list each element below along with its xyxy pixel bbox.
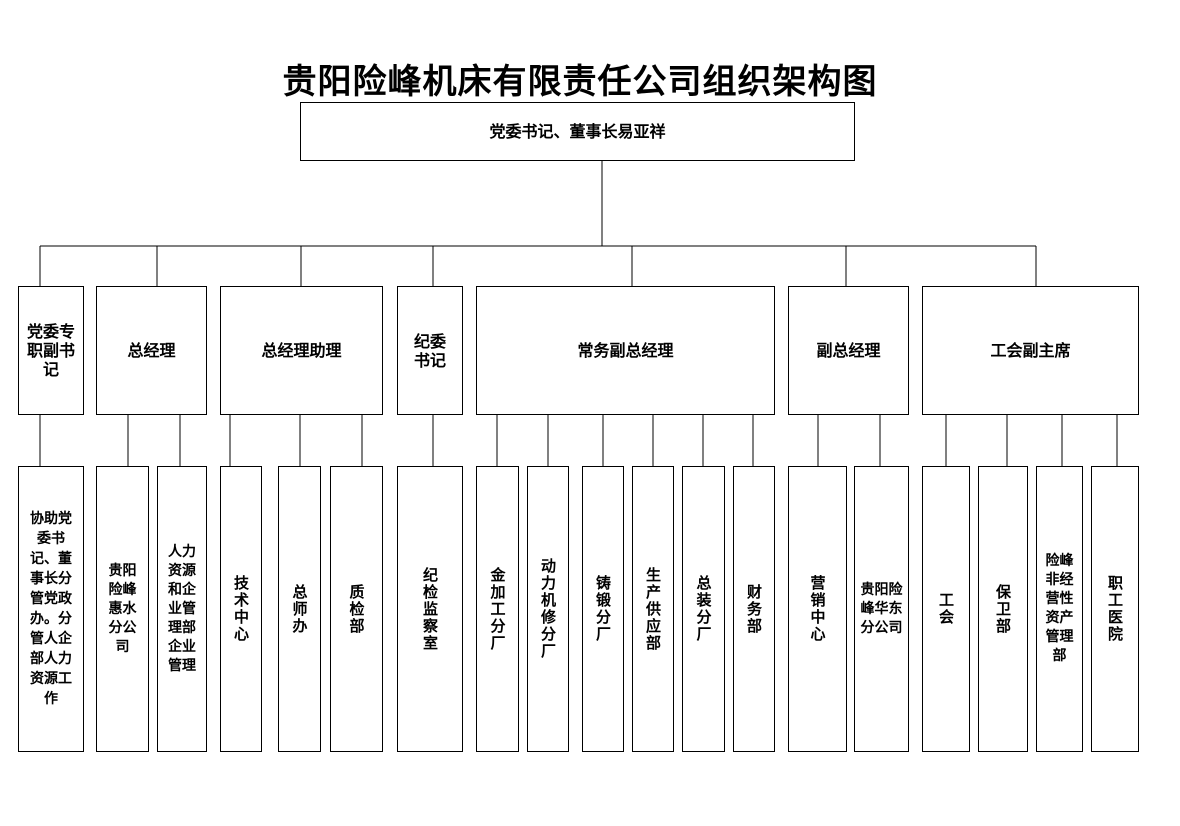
unit-east-china-branch: 贵阳险峰华东分公司 (854, 466, 909, 752)
unit-power-maintenance-plant: 动力机修分厂 (527, 466, 569, 752)
unit-assembly-plant: 总装分厂 (682, 466, 725, 752)
chart-title: 贵阳险峰机床有限责任公司组织架构图 (282, 62, 878, 102)
role-executive-deputy-gm: 常务副总经理 (476, 286, 775, 415)
role-deputy-general-manager: 副总经理 (788, 286, 909, 415)
unit-casting-forging-plant: 铸锻分厂 (582, 466, 624, 752)
unit-hr-enterprise-management: 人力资源和企业管理部企业管理 (157, 466, 207, 752)
unit-machining-plant: 金加工分厂 (476, 466, 519, 752)
unit-discipline-inspection: 纪检监察室 (397, 466, 463, 752)
root-node: 党委书记、董事长易亚祥 (300, 102, 855, 161)
unit-non-operating-assets: 险峰非经营性资产管理部 (1036, 466, 1083, 752)
unit-quality-inspection: 质检部 (330, 466, 383, 752)
unit-finance: 财务部 (733, 466, 775, 752)
unit-security: 保卫部 (978, 466, 1028, 752)
unit-chief-engineer-office: 总师办 (278, 466, 321, 752)
role-union-vice-chairman: 工会副主席 (922, 286, 1139, 415)
role-party-deputy-secretary: 党委专职副书记 (18, 286, 84, 415)
unit-marketing-center: 营销中心 (788, 466, 847, 752)
role-general-manager: 总经理 (96, 286, 207, 415)
unit-trade-union: 工会 (922, 466, 970, 752)
unit-party-duties: 协助党委书记、董事长分管党政办。分管人企部人力资源工作 (18, 466, 84, 752)
unit-huishui-branch: 贵阳险峰惠水分公司 (96, 466, 149, 752)
unit-staff-hospital: 职工医院 (1091, 466, 1139, 752)
unit-technology-center: 技术中心 (220, 466, 262, 752)
role-discipline-secretary: 纪委书记 (397, 286, 463, 415)
unit-production-supply: 生产供应部 (632, 466, 674, 752)
role-assistant-general-manager: 总经理助理 (220, 286, 383, 415)
